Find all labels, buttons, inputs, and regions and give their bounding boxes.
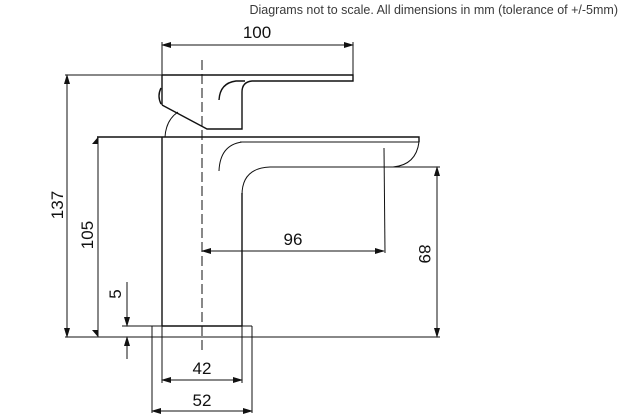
dim-label-100: 100 [243,23,271,42]
dim-42: 42 [161,359,243,383]
dim-label-5: 5 [106,289,125,298]
dim-label-96: 96 [284,230,303,249]
dim-96: 96 [201,230,385,254]
dim-label-89: 89 [415,245,434,264]
dim-89: 89 [393,166,440,338]
dim-label-137: 137 [48,191,67,219]
dim-105: 105 [78,137,99,337]
scale-note: Diagrams not to scale. All dimensions in… [249,3,618,17]
dim-label-52: 52 [193,391,212,410]
dim-100: 100 [161,23,354,75]
tap-outline [97,74,420,413]
dim-5: 5 [106,282,152,359]
dim-label-42: 42 [193,359,212,378]
dim-label-105: 105 [78,221,97,249]
dim-52: 52 [151,391,253,414]
dim-137: 137 [48,74,162,338]
